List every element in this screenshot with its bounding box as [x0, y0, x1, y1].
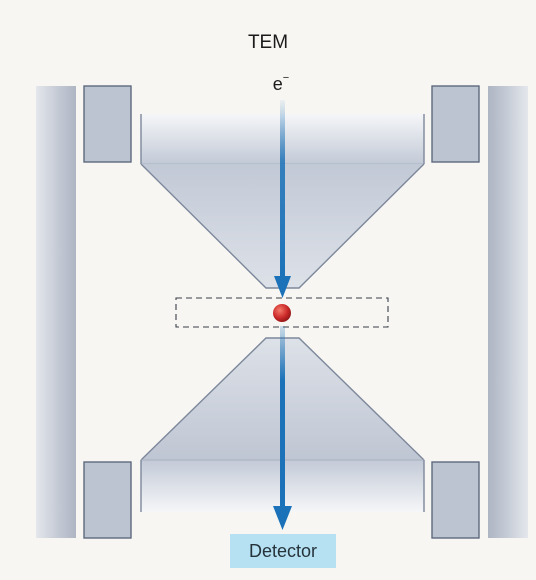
upper-right-coil-block: [431, 85, 480, 163]
detector-box: Detector: [230, 534, 336, 568]
electron-beam-transmitted: [273, 326, 292, 530]
detector-label: Detector: [248, 540, 318, 561]
electron-symbol: e: [272, 74, 283, 94]
diagram-title: TEM: [247, 32, 289, 53]
lower-right-coil-block: [431, 461, 480, 539]
lower-left-coil-block: [83, 461, 132, 539]
sample-region-box: [175, 297, 389, 328]
left-column-wall: [36, 86, 76, 538]
electron-charge: −: [282, 72, 290, 84]
electron-label: e−: [256, 72, 306, 95]
specimen-particle: [273, 304, 291, 322]
right-column-wall: [488, 86, 528, 538]
upper-left-coil-block: [83, 85, 132, 163]
electron-beam-incident: [274, 100, 291, 298]
